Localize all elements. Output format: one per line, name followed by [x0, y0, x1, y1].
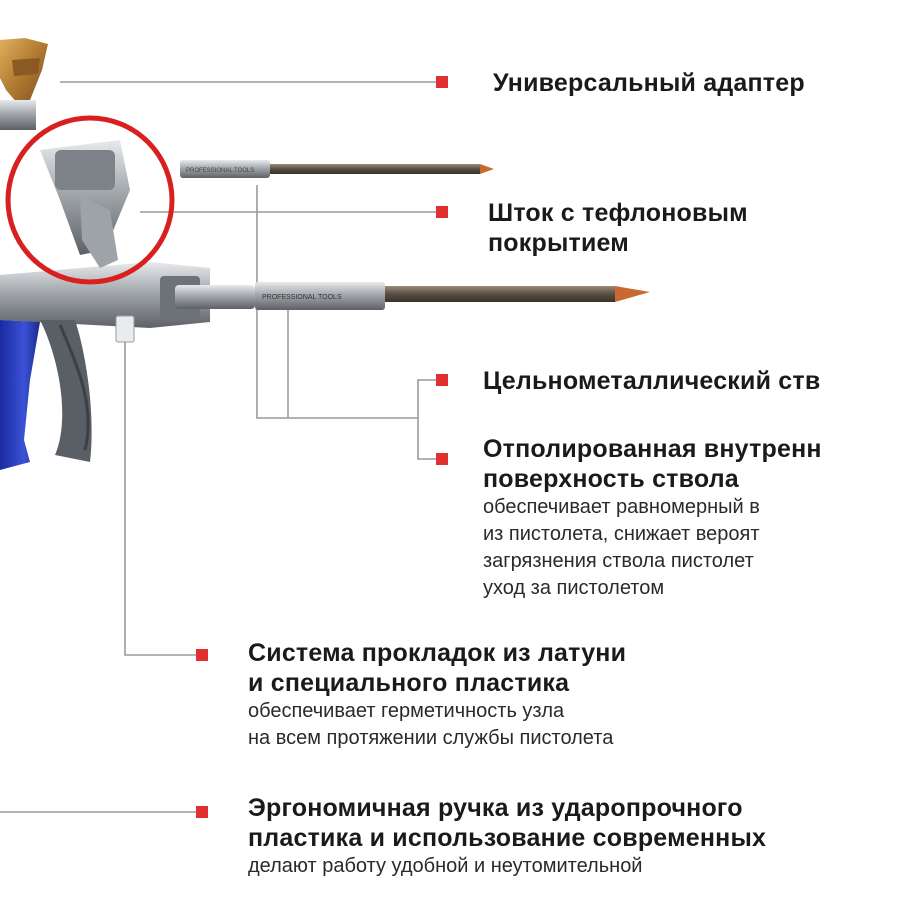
label-handle-title-1: Эргономичная ручка из ударопрочного [248, 794, 743, 822]
label-adapter-title: Универсальный адаптер [493, 69, 805, 97]
label-polished-desc-1: обеспечивает равномерный в [483, 496, 760, 518]
label-gaskets: Система прокладок из латуни и специально… [248, 638, 900, 752]
label-handle-title-2: пластика и использование современных [248, 824, 767, 852]
label-polished-title-1: Отполированная внутренн [483, 435, 822, 463]
label-handle-desc-1: делают работу удобной и неутомительной [248, 855, 643, 877]
leader-gaskets [124, 330, 198, 656]
label-rod-title-1: Шток с тефлоновым [488, 199, 748, 227]
label-barrel: Цельнометаллический ств [483, 366, 900, 396]
label-rod: Шток с тефлоновым покрытием [488, 198, 888, 258]
leader-lines [0, 81, 438, 813]
leader-polished [417, 418, 438, 460]
label-polished-title-2: поверхность ствола [483, 465, 739, 493]
valve-detail [40, 140, 130, 268]
marker-adapter [436, 76, 448, 88]
label-rod-title-2: покрытием [488, 229, 629, 257]
label-gaskets-title-2: и специального пластика [248, 669, 570, 697]
label-barrel-title: Цельнометаллический ств [483, 367, 821, 395]
label-polished-desc-2: из пистолета, снижает вероят [483, 523, 760, 545]
label-polished-desc-4: уход за пистолетом [483, 577, 665, 599]
gun-body: PROFESSIONAL TOOLS [0, 262, 650, 462]
spare-barrel: PROFESSIONAL TOOLS [180, 160, 494, 178]
marker-barrel [436, 374, 448, 386]
marker-polished [436, 453, 448, 465]
label-handle: Эргономичная ручка из ударопрочного плас… [248, 793, 900, 880]
spare-barrel-print: PROFESSIONAL TOOLS [186, 168, 254, 174]
label-gaskets-title-1: Система прокладок из латуни [248, 639, 627, 667]
label-gaskets-desc-2: на всем протяжении службы пистолета [248, 727, 614, 749]
blue-handle [0, 320, 40, 470]
marker-handle [196, 806, 208, 818]
label-adapter: Универсальный адаптер [493, 68, 893, 98]
marker-rod [436, 206, 448, 218]
highlight-circle [5, 115, 175, 285]
label-gaskets-desc-1: обеспечивает герметичность узла [248, 700, 565, 722]
barrel-print: PROFESSIONAL TOOLS [262, 294, 342, 301]
marker-gaskets [196, 649, 208, 661]
adapter-part [0, 38, 48, 130]
label-polished-desc-3: загрязнения ствола пистолет [483, 550, 754, 572]
label-polished: Отполированная внутренн поверхность ство… [483, 434, 900, 602]
